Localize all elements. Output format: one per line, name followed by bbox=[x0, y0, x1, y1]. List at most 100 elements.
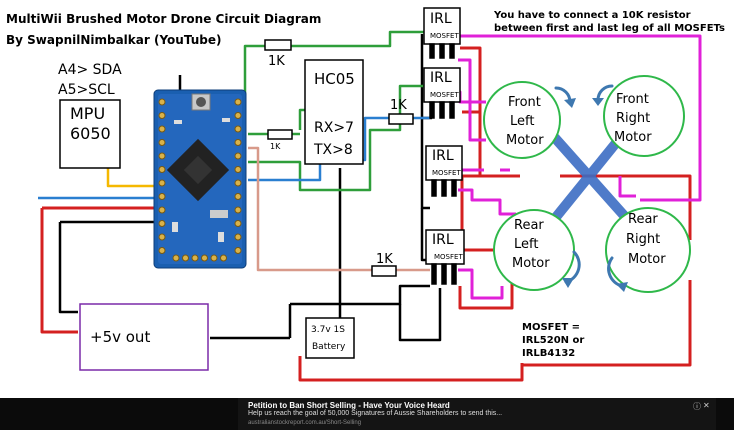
rotation-arrow-front-right-icon bbox=[592, 84, 614, 106]
hc05-rx-label: RX>7 bbox=[314, 120, 354, 136]
board-pin bbox=[234, 112, 242, 119]
board-pin bbox=[158, 233, 166, 241]
rotation-arrow-front-left-icon bbox=[554, 86, 576, 108]
mpu6050-box bbox=[59, 99, 121, 169]
signal-wires-green bbox=[243, 30, 424, 192]
mosfet-4-label: IRL bbox=[432, 232, 454, 248]
front-left-line1: Front bbox=[508, 95, 541, 110]
ad-text: Help us reach the goal of 50,000 Signatu… bbox=[248, 410, 503, 417]
board-pin bbox=[158, 179, 166, 187]
hc05-tx-label: TX>8 bbox=[314, 142, 353, 158]
ad-title[interactable]: Petition to Ban Short Selling - Have You… bbox=[248, 401, 450, 410]
battery-label-line1: 3.7v 1S bbox=[311, 325, 345, 335]
board-pin bbox=[191, 254, 199, 262]
mosfet-note-line1: MOSFET = bbox=[522, 322, 580, 333]
board-pin bbox=[158, 220, 166, 227]
diagram-title: MultiWii Brushed Motor Drone Circuit Dia… bbox=[6, 12, 322, 26]
front-left-motor bbox=[483, 81, 561, 159]
motors bbox=[483, 75, 691, 293]
mosfet-2-label: IRL bbox=[430, 70, 452, 86]
battery-box bbox=[305, 317, 355, 359]
signal-wire-yellow bbox=[106, 168, 166, 188]
mosfet-3 bbox=[425, 145, 463, 197]
board-pin bbox=[158, 206, 166, 214]
ad-url[interactable]: australianstockreport.com.au/Short-Selli… bbox=[248, 420, 362, 426]
hc05-label: HC05 bbox=[314, 70, 355, 88]
mosfet-4-sub: MOSFET bbox=[434, 253, 463, 261]
board-pin bbox=[158, 139, 166, 146]
rear-left-motor bbox=[493, 209, 575, 291]
rotation-arrows bbox=[554, 84, 628, 292]
ad-content[interactable]: Petition to Ban Short Selling - Have You… bbox=[238, 398, 716, 430]
hc05-box bbox=[304, 59, 364, 165]
frame-cross bbox=[547, 133, 633, 227]
mosfet-1 bbox=[423, 7, 461, 59]
diagram-byline: By SwapnilNimbalkar (YouTube) bbox=[6, 33, 222, 47]
resistor-small-label: 1K bbox=[270, 142, 281, 151]
board-pin bbox=[234, 179, 242, 187]
board-pin bbox=[182, 254, 189, 262]
board-pin bbox=[158, 98, 166, 106]
resistor-bottom-label: 1K bbox=[376, 252, 393, 267]
resistor-top bbox=[264, 39, 292, 51]
arduino-pro-mini-board bbox=[153, 89, 247, 269]
resistor-mid-label: 1K bbox=[390, 98, 407, 113]
mosfet-4 bbox=[425, 229, 465, 285]
resistor-note-line2: between first and last leg of all MOSFET… bbox=[494, 23, 725, 34]
front-right-line1: Front bbox=[616, 92, 649, 107]
resistor-small bbox=[267, 129, 293, 140]
mpu-label-line2: 6050 bbox=[70, 124, 111, 143]
power-out-label: +5v out bbox=[90, 328, 151, 346]
rear-right-motor bbox=[605, 207, 691, 293]
board-pin bbox=[234, 139, 242, 146]
resistor-bottom bbox=[371, 265, 397, 277]
signal-wire-salmon bbox=[248, 146, 430, 272]
front-right-motor bbox=[603, 75, 685, 157]
resistor-mid bbox=[388, 113, 414, 125]
pin-mapping-scl: A5>SCL bbox=[58, 82, 115, 98]
board-pin bbox=[234, 220, 242, 227]
rear-right-line2: Right bbox=[626, 232, 661, 247]
battery-label-line2: Battery bbox=[312, 342, 346, 352]
board-pin bbox=[158, 193, 166, 200]
board-pin bbox=[158, 125, 166, 133]
resistor-top-label: 1K bbox=[268, 54, 285, 69]
board-pin bbox=[234, 233, 242, 241]
mosfet-3-sub: MOSFET bbox=[432, 169, 461, 177]
board-pin bbox=[158, 112, 166, 119]
front-right-line2: Right bbox=[616, 111, 651, 126]
board-pin bbox=[234, 98, 242, 106]
mosfet-note-line2: IRL520N or bbox=[522, 335, 585, 346]
ad-close-icon[interactable]: ✕ bbox=[703, 401, 710, 410]
pin-mapping-sda: A4> SDA bbox=[58, 62, 122, 78]
mosfet-2 bbox=[423, 67, 461, 119]
board-pin bbox=[172, 254, 180, 262]
mpu-label-line1: MPU bbox=[70, 104, 106, 123]
motor-wires-magenta bbox=[430, 34, 702, 300]
front-right-line3: Motor bbox=[614, 130, 652, 145]
rotation-arrow-rear-right-icon bbox=[607, 256, 628, 292]
ad-banner[interactable]: Petition to Ban Short Selling - Have You… bbox=[0, 398, 734, 430]
rear-left-line3: Motor bbox=[512, 256, 550, 271]
rear-right-line1: Rear bbox=[628, 212, 658, 227]
rear-right-line3: Motor bbox=[628, 252, 666, 267]
rear-left-line2: Left bbox=[514, 237, 539, 252]
mosfet-3-label: IRL bbox=[432, 148, 454, 164]
rotation-arrow-rear-left-icon bbox=[562, 250, 581, 288]
rear-left-line1: Rear bbox=[514, 218, 544, 233]
resistors bbox=[264, 39, 414, 277]
mosfet-note-line3: IRLB4132 bbox=[522, 348, 576, 359]
board-pin bbox=[234, 193, 242, 200]
board-pin bbox=[220, 254, 227, 262]
front-left-line3: Motor bbox=[506, 133, 544, 148]
board-pin bbox=[234, 152, 242, 160]
front-left-line2: Left bbox=[510, 114, 535, 129]
board-pin bbox=[158, 247, 166, 254]
ad-info-icon[interactable]: ⓘ bbox=[693, 402, 701, 411]
mosfet-1-label: IRL bbox=[430, 11, 452, 27]
board-pins bbox=[158, 98, 242, 262]
board-pin bbox=[234, 166, 242, 173]
board-pin bbox=[158, 166, 166, 173]
